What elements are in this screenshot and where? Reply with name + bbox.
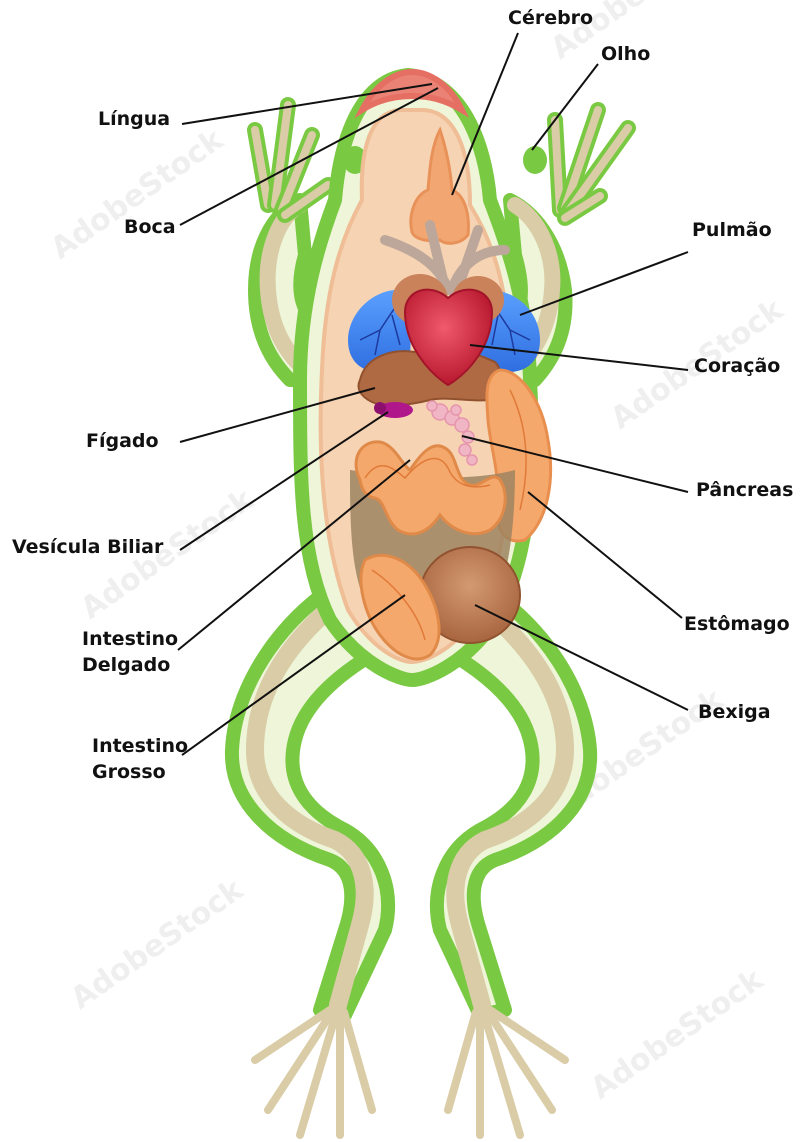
- label-pulmao: Pulmão: [692, 219, 772, 241]
- label-cerebro: Cérebro: [508, 7, 593, 29]
- svg-text:AdobeStock: AdobeStock: [585, 962, 771, 1107]
- label-intestino-grosso-1: Intestino: [92, 735, 188, 757]
- svg-text:AdobeStock: AdobeStock: [65, 872, 251, 1017]
- label-coracao: Coração: [694, 355, 780, 377]
- label-intestino-delgado-1: Intestino: [82, 628, 178, 650]
- label-lingua: Língua: [98, 108, 170, 130]
- label-estomago: Estômago: [684, 613, 790, 635]
- gallbladder-neck: [374, 402, 386, 414]
- right-eye: [523, 146, 547, 174]
- label-intestino-delgado-2: Delgado: [82, 654, 170, 676]
- label-vesicula: Vesícula Biliar: [12, 536, 164, 558]
- label-intestino-grosso-2: Grosso: [92, 761, 166, 783]
- leader-estomago: [528, 492, 682, 618]
- label-figado: Fígado: [86, 430, 159, 452]
- label-pancreas: Pâncreas: [696, 479, 793, 501]
- label-bexiga: Bexiga: [698, 701, 771, 723]
- label-olho: Olho: [601, 43, 650, 65]
- svg-text:AdobeStock: AdobeStock: [45, 122, 231, 267]
- label-boca: Boca: [124, 216, 176, 238]
